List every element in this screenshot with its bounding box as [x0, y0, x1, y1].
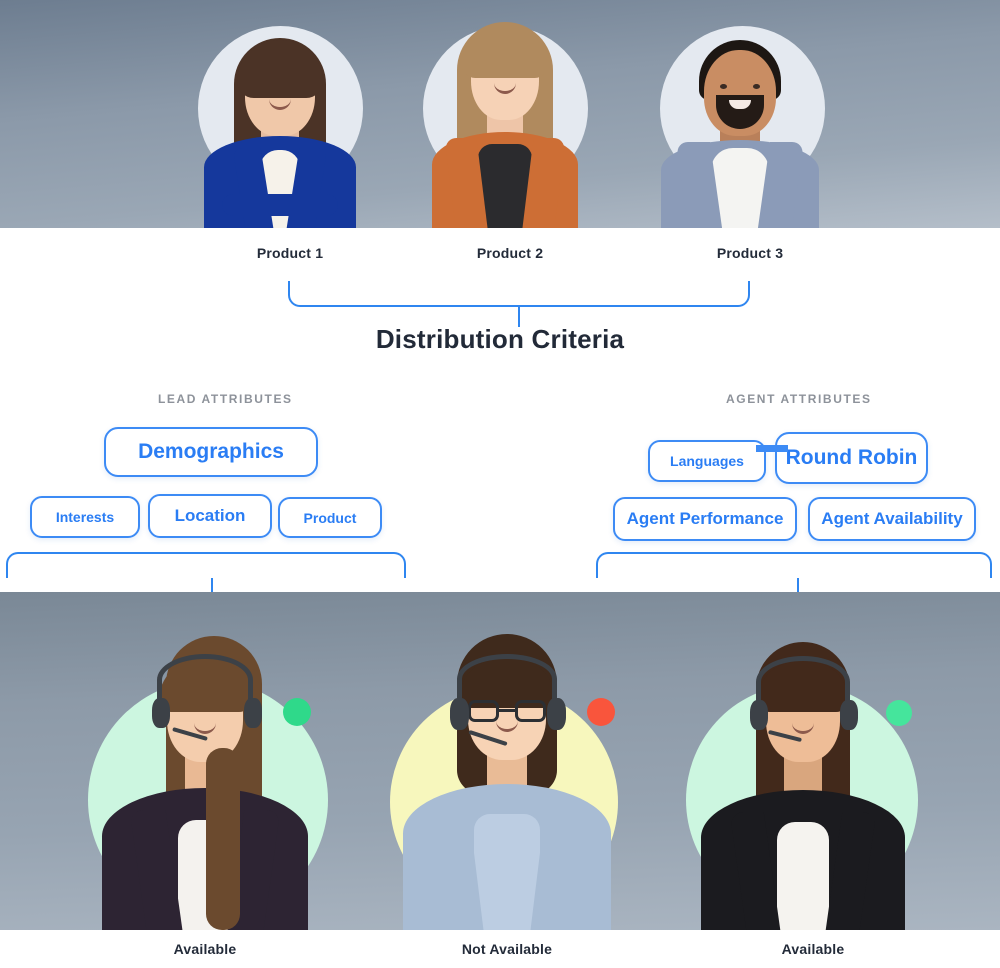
agents-photo-band — [0, 592, 1000, 930]
agent-attributes-bracket-stem — [797, 578, 799, 596]
status-dot-available — [283, 698, 311, 726]
pill-demographics[interactable]: Demographics — [104, 427, 318, 477]
agent-person-figure — [392, 618, 622, 930]
pill-interests[interactable]: Interests — [30, 496, 140, 538]
products-bracket-stem — [518, 307, 520, 327]
pill-agent-performance[interactable]: Agent Performance — [613, 497, 797, 541]
product-avatar-1[interactable] — [190, 0, 370, 228]
agent-status-label: Available — [781, 941, 845, 957]
agent-attributes-bracket — [596, 552, 992, 578]
agent-avatar-3[interactable] — [678, 592, 928, 930]
pill-label: Interests — [55, 509, 115, 525]
pill-label: Languages — [670, 453, 744, 469]
pill-label: Product — [303, 509, 357, 526]
product-avatar-3[interactable] — [650, 0, 830, 228]
agent-avatar-2[interactable] — [382, 592, 632, 930]
pill-connector — [756, 445, 788, 452]
pill-label: Demographics — [138, 440, 284, 463]
pill-label: Round Robin — [785, 446, 918, 469]
pill-location[interactable]: Location — [148, 494, 272, 538]
pill-languages[interactable]: Languages — [648, 440, 766, 482]
product-caption: Product 2 — [476, 245, 544, 261]
agent-avatar-1[interactable] — [80, 592, 330, 930]
product-avatar-2[interactable] — [415, 0, 595, 228]
agent-status-label: Not Available — [461, 941, 553, 957]
product-person-figure — [195, 26, 365, 228]
pill-agent-availability[interactable]: Agent Availability — [808, 497, 976, 541]
lead-attributes-bracket-stem — [211, 578, 213, 596]
page-title: Distribution Criteria — [375, 324, 625, 354]
agent-person-figure — [688, 624, 918, 930]
pill-product[interactable]: Product — [278, 497, 382, 538]
pill-label: Agent Availability — [821, 509, 963, 528]
products-bracket — [288, 281, 750, 307]
pill-round-robin[interactable]: Round Robin — [775, 432, 928, 484]
agent-attributes-heading: AGENT ATTRIBUTES — [726, 392, 872, 406]
agent-person-figure — [90, 620, 320, 930]
status-dot-not-available — [587, 698, 615, 726]
product-person-figure — [420, 16, 590, 228]
lead-attributes-heading: LEAD ATTRIBUTES — [158, 392, 293, 406]
product-caption: Product 3 — [716, 245, 784, 261]
products-photo-band — [0, 0, 1000, 228]
agent-status-label: Available — [173, 941, 237, 957]
product-caption: Product 1 — [256, 245, 324, 261]
pill-label: Agent Performance — [626, 509, 784, 528]
pill-label: Location — [174, 506, 246, 525]
product-person-figure — [654, 26, 826, 228]
status-dot-available — [886, 700, 912, 726]
lead-attributes-bracket — [6, 552, 406, 578]
